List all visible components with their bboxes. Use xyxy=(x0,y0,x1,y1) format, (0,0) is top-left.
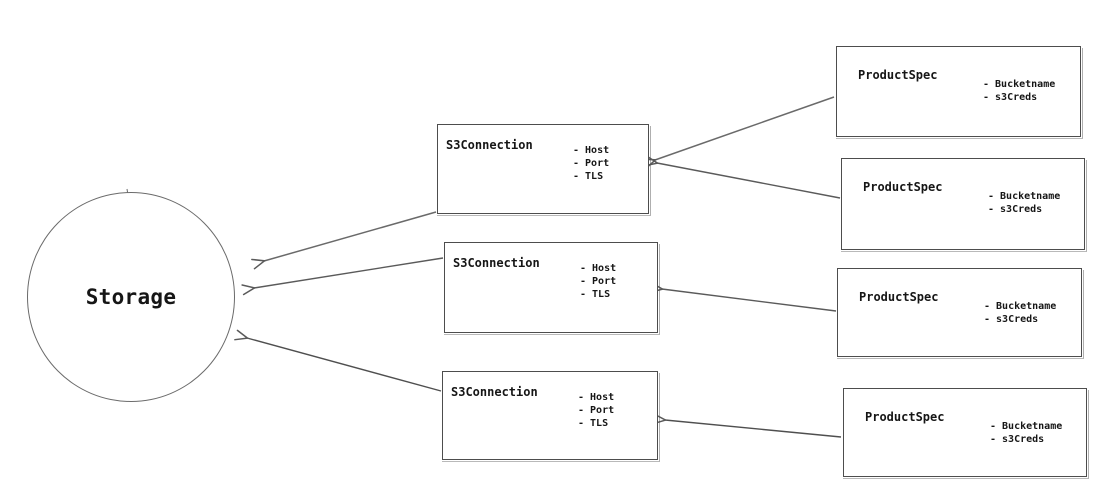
attribute-bucketname: - Bucketname xyxy=(983,79,1056,90)
attribute-bucketname: - Bucketname xyxy=(988,191,1061,202)
attribute-host: - Host xyxy=(580,263,617,274)
s3connection-title: S3Connection xyxy=(446,138,533,152)
attribute-bucketname: - Bucketname xyxy=(990,421,1063,432)
productspec-attributes: - Bucketname - s3Creds xyxy=(983,78,1055,104)
productspec-node-4[interactable]: ProductSpec - Bucketname - s3Creds xyxy=(843,388,1089,479)
productspec-attributes: - Bucketname - s3Creds xyxy=(984,300,1056,326)
attribute-port: - Port xyxy=(573,158,610,169)
attribute-host: - Host xyxy=(578,392,615,403)
storage-label: Storage xyxy=(85,285,177,309)
attribute-host: - Host xyxy=(573,145,610,156)
s3connection-title: S3Connection xyxy=(453,256,540,270)
productspec-title: ProductSpec xyxy=(859,290,939,304)
arrow-productspec4-to-s3connection3 xyxy=(652,413,842,438)
arrow-s3connection3-to-storage xyxy=(234,329,442,392)
attribute-s3creds: - s3Creds xyxy=(990,434,1045,445)
storage-node[interactable]: Storage xyxy=(27,192,235,402)
attribute-tls: - TLS xyxy=(578,418,609,429)
arrow-s3connection2-to-storage xyxy=(241,257,444,296)
productspec-node-1[interactable]: ProductSpec - Bucketname - s3Creds xyxy=(836,46,1083,139)
attribute-s3creds: - s3Creds xyxy=(988,204,1043,215)
attribute-tls: - TLS xyxy=(580,289,611,300)
s3connection-node-1[interactable]: S3Connection - Host - Port - TLS xyxy=(437,124,651,216)
arrow-productspec1-to-s3connection1 xyxy=(642,96,835,170)
arrow-productspec2-to-s3connection1 xyxy=(644,155,841,199)
attribute-port: - Port xyxy=(580,276,617,287)
productspec-title: ProductSpec xyxy=(865,410,945,424)
productspec-node-3[interactable]: ProductSpec - Bucketname - s3Creds xyxy=(837,268,1084,359)
productspec-title: ProductSpec xyxy=(858,68,938,82)
productspec-title: ProductSpec xyxy=(863,180,943,194)
s3connection-attributes: - Host - Port - TLS xyxy=(573,144,609,183)
attribute-s3creds: - s3Creds xyxy=(983,92,1038,103)
productspec-attributes: - Bucketname - s3Creds xyxy=(988,190,1060,216)
s3connection-node-2[interactable]: S3Connection - Host - Port - TLS xyxy=(444,242,660,335)
arrow-s3connection1-to-storage xyxy=(251,211,437,270)
attribute-s3creds: - s3Creds xyxy=(984,314,1039,325)
attribute-port: - Port xyxy=(578,405,615,416)
s3connection-attributes: - Host - Port - TLS xyxy=(578,391,614,430)
attribute-bucketname: - Bucketname xyxy=(984,301,1057,312)
arrow-productspec3-to-s3connection2 xyxy=(649,282,837,312)
attribute-tls: - TLS xyxy=(573,171,604,182)
productspec-attributes: - Bucketname - s3Creds xyxy=(990,420,1062,446)
s3connection-attributes: - Host - Port - TLS xyxy=(580,262,616,301)
s3connection-title: S3Connection xyxy=(451,385,538,399)
s3connection-node-3[interactable]: S3Connection - Host - Port - TLS xyxy=(442,371,660,462)
productspec-node-2[interactable]: ProductSpec - Bucketname - s3Creds xyxy=(841,158,1087,252)
